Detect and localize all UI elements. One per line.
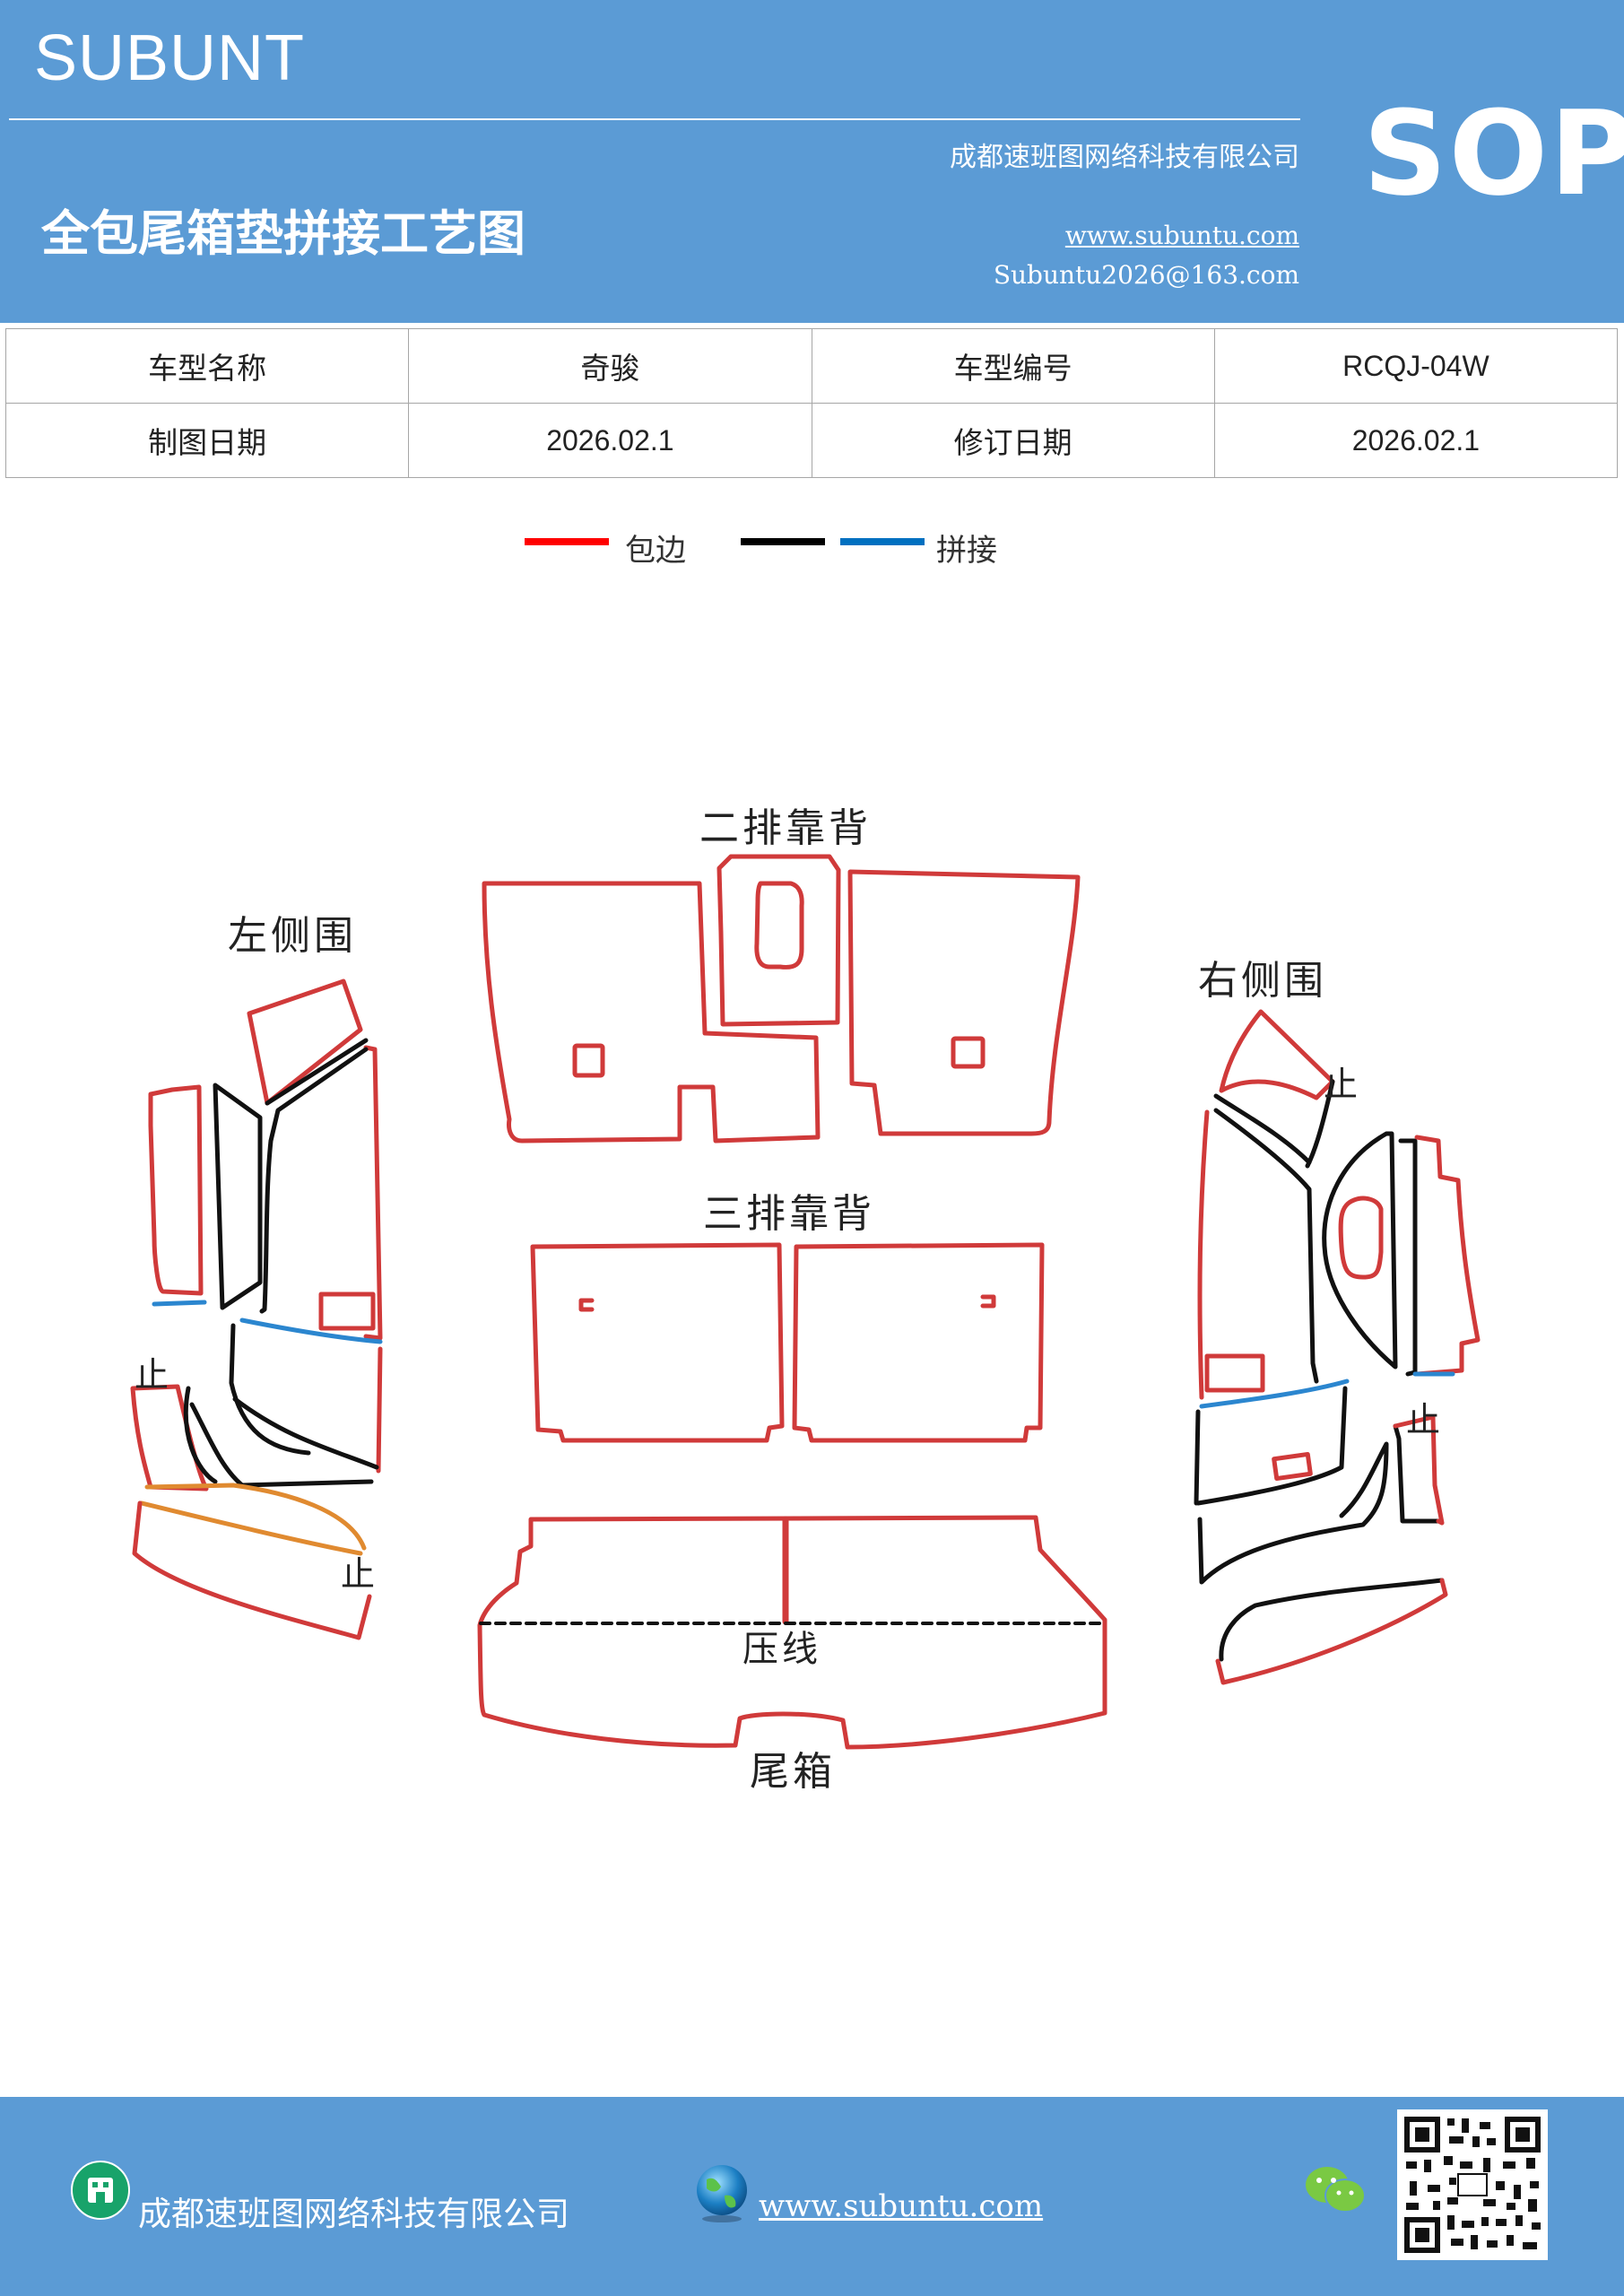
backrest-left-cutout [572,1043,605,1078]
right-side-label: 右侧围 [1198,958,1327,1004]
right-side-back-piece [1414,1135,1481,1377]
right-side-top-piece [1219,1009,1335,1100]
third-row-backrest [530,1242,1045,1443]
right-side-bottom-piece [1215,1578,1448,1685]
left-side-panel [130,978,383,1640]
left-side-bottom-piece [132,1500,372,1640]
trunk-label: 尾箱 [750,1749,836,1795]
left-side-orange-a [144,1483,367,1551]
header-divider [9,118,1300,120]
left-side-lower-edge [376,1346,383,1474]
left-side-orange-b [139,1500,363,1556]
left-side-strip [213,1083,263,1310]
table-cell: RCQJ-04W [1213,328,1619,404]
third-row-label: 三排靠背 [703,1191,875,1237]
backrest-center-hole [754,881,804,970]
second-row-label: 二排靠背 [699,805,872,851]
third-row-left-notch [578,1298,595,1312]
table-cell: 修订日期 [811,403,1215,478]
document-title: 全包尾箱垫拼接工艺图 [41,204,525,262]
right-side-mid-seam [1213,1093,1312,1165]
left-side-small-panel [148,1084,204,1296]
left-side-join-b [239,1318,383,1344]
footer-company-name: 成都速班图网络科技有限公司 [138,2195,569,2233]
right-side-cutout [1204,1353,1265,1393]
right-side-curve-b [1393,1423,1441,1524]
right-side-curve-a [1197,1441,1389,1585]
left-side-arc-a [183,1386,218,1484]
brand-name: SUBUNT [34,22,306,94]
backrest-left-panel [482,881,821,1144]
website-link[interactable]: www.subuntu.com [1064,221,1299,250]
legend-swatch-seam [741,538,825,545]
right-side-outer-edge [1197,1109,1210,1400]
right-side-back-seam [1398,1138,1418,1377]
stop-mark: 止 [1406,1400,1440,1439]
right-side-window-frame [1322,1131,1398,1370]
globe-icon [697,2165,747,2222]
legend-label-join: 拼接 [936,533,997,569]
left-side-top-piece [247,978,363,1106]
legend-label-edge: 包边 [625,533,686,569]
vehicle-info-table: 车型名称 奇骏 车型编号 RCQJ-04W 制图日期 2026.02.1 修订日… [4,328,1619,478]
table-cell: 车型编号 [811,328,1215,404]
table-cell: 制图日期 [4,403,410,478]
right-side-lower-left [1194,1409,1201,1506]
left-side-top-seam [265,1038,369,1106]
right-side-edge-piece [1393,1414,1445,1526]
right-side-join-b [1199,1378,1350,1409]
third-row-left-panel [530,1242,785,1443]
header-banner: SUBUNT 成都速班图网络科技有限公司 全包尾箱垫拼接工艺图 www.subu… [0,0,1624,323]
building-icon [71,2161,130,2220]
company-name: 成都速班图网络科技有限公司 [950,142,1299,173]
stop-mark: 止 [341,1554,375,1594]
left-side-arc-b [189,1402,374,1488]
table-cell: 2026.02.1 [408,403,812,478]
third-row-right-panel [792,1242,1045,1443]
stop-mark: 止 [135,1355,169,1395]
legend-swatch-edge [525,538,609,545]
right-side-panel [1194,1009,1481,1685]
wechat-icon[interactable] [1304,2163,1367,2217]
press-line-label: 压线 [743,1629,821,1670]
legend-swatch-join [840,538,925,545]
table-row: 车型名称 奇骏 车型编号 RCQJ-04W [4,328,1619,404]
table-cell: 奇骏 [408,328,812,404]
right-side-lower-panel [1195,1386,1348,1506]
left-side-outer-edge [363,1045,383,1341]
line-legend: 包边 拼接 [0,520,1624,574]
left-side-mid-seam [259,1047,369,1314]
left-side-curve [232,1396,379,1470]
table-row: 制图日期 2026.02.1 修订日期 2026.02.1 [4,403,1619,478]
trunk-mat-outline [477,1515,1107,1750]
right-side-strip [1213,1108,1319,1384]
right-side-window-hole [1338,1196,1384,1280]
table-cell: 2026.02.1 [1213,403,1619,478]
left-side-cutout [318,1292,376,1331]
footer-website-link[interactable]: www.subuntu.com [759,2188,1044,2224]
stop-mark: 止 [1324,1065,1358,1104]
left-side-label: 左侧围 [228,913,357,959]
backrest-right-panel [847,869,1081,1136]
backrest-center-panel [716,854,841,1027]
second-row-backrest [482,854,1081,1144]
contact-email: Subuntu2026@163.com [993,260,1299,290]
backrest-right-cutout [951,1036,986,1069]
third-row-right-notch [980,1294,996,1309]
footer-banner: 成都速班图网络科技有限公司 www.subuntu.com [0,2097,1624,2296]
sop-badge: SOP [1363,85,1624,222]
right-side-bottom-seam [1219,1578,1445,1662]
trunk-mat [477,1515,1107,1750]
left-side-join-a [152,1300,207,1307]
left-side-bottom-front [130,1384,209,1492]
right-side-small-cutout [1272,1451,1313,1482]
table-cell: 车型名称 [4,328,410,404]
qr-code [1397,2109,1548,2260]
left-side-lower-seam [229,1323,311,1456]
